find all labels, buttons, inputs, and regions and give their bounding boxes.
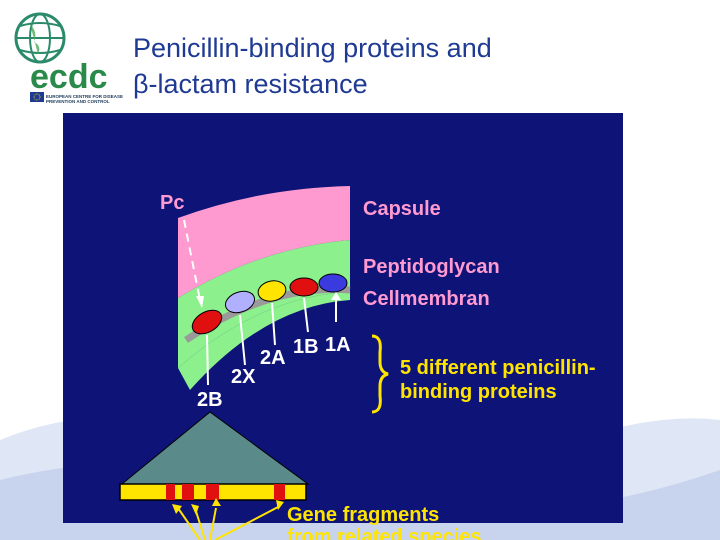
pbp-2a-oval [257,280,287,302]
pbp-curly-brace [371,334,389,414]
pbp-summary-line-2: binding proteins [400,381,557,403]
gene-arrow-2 [194,507,206,540]
pbp-summary-line-1: 5 different penicillin- [400,357,596,379]
slide-title: Penicillin-binding proteins and β-lactam… [133,30,492,102]
gene-fragment-2 [182,484,194,500]
slide-title-line-2: β-lactam resistance [133,69,368,99]
pbp-1a-oval [318,273,348,293]
pbp-2x-oval [224,290,256,314]
slide-title-line-1: Penicillin-binding proteins and [133,33,492,63]
gene-fragments-line-1: Gene fragments [287,504,440,526]
pc-label: Pc [160,192,185,214]
gene-arrow-3 [209,507,217,540]
ecdc-globe-logo: ecdc [14,12,108,96]
gene-arrow-2-head [191,504,199,515]
pbp-1b-oval [289,277,319,297]
pbp-1a-arrow-head [331,292,341,300]
pbp-2x-label: 2X [231,366,256,388]
pbp-1b-label: 1B [293,336,319,358]
pbp-2b-leader [206,334,209,386]
gene-triangle [120,411,310,485]
peptidoglycan-label: Peptidoglycan [363,256,500,278]
gene-fragments-line-2: from related species [287,526,482,540]
ecdc-wordmark: ecdc [30,58,108,96]
pbp-1a-label: 1A [325,334,351,356]
gene-fragment-4 [274,484,285,500]
pbp-2b-oval [191,309,223,335]
gene-arrow-3-head [212,498,221,506]
pbp-2b-label: 2B [197,389,223,411]
pbp-1b-leader [303,297,309,333]
pbp-2a-label: 2A [260,347,286,369]
ecdc-org-name: EUROPEAN CENTRE FOR DISEASE PREVENTION A… [46,94,124,104]
pbp-diagram-panel [63,113,623,523]
pc-arrow-head [196,296,204,308]
peptidoglycan-lower [178,292,350,390]
gene-arrow-1-head [172,504,182,514]
capsule-layer [178,186,350,298]
pbp-2a-leader [271,302,276,346]
cellmembran-label: Cellmembran [363,288,490,310]
eu-flag-icon [30,92,44,102]
gene-arrow-4-head [276,500,284,510]
ecdc-logo: ecdc EUROPEAN CENTRE FOR DISEASE PREVENT… [8,6,126,112]
gene-arrow-4 [214,505,281,540]
gene-fragment-3 [206,484,219,500]
pbp-2x-leader [239,314,246,366]
gene-fragment-1 [166,484,175,500]
capsule-label: Capsule [363,198,441,220]
gene-arrow-1 [177,507,201,540]
